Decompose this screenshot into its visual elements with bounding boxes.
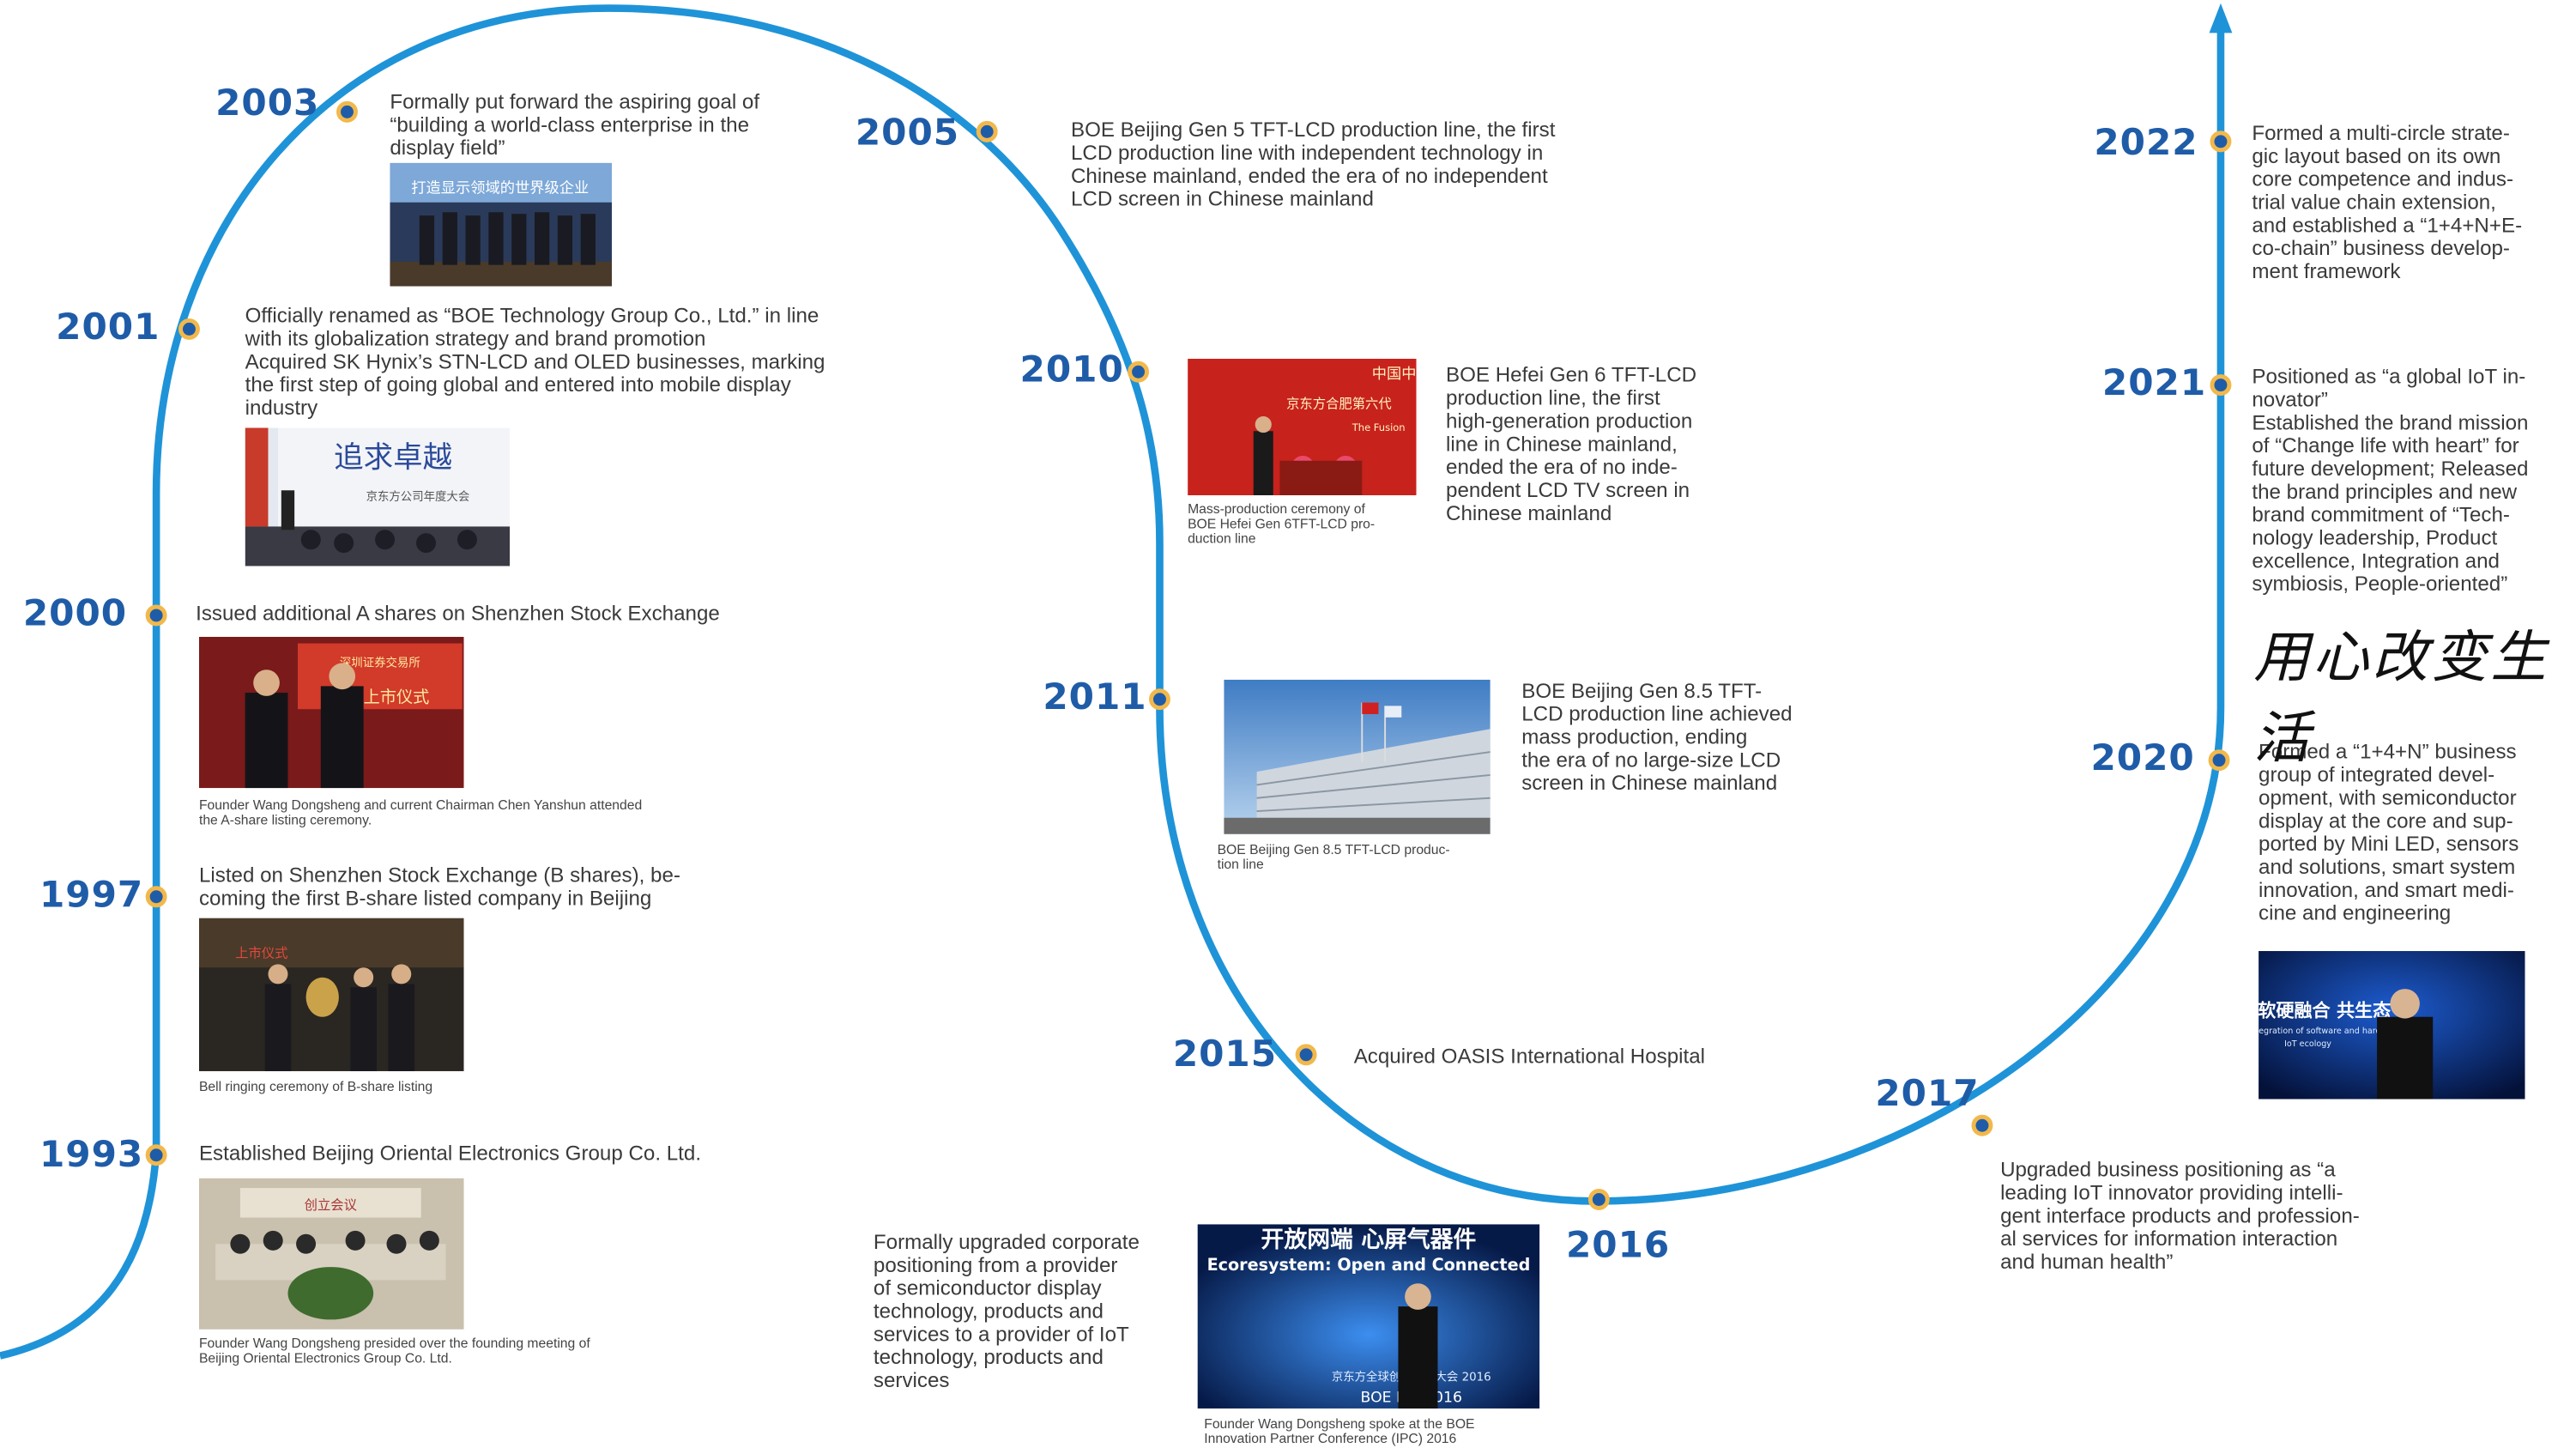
svg-text:深圳证券交易所: 深圳证券交易所: [340, 655, 420, 669]
milestone-2005-text: BOE Beijing Gen 5 TFT-LCD production lin…: [1070, 118, 1556, 211]
year-2017: 2017: [1875, 1074, 1980, 1116]
photo-2000-listing: 深圳证券交易所 上市仪式: [198, 636, 464, 789]
photo-2011-factory: [1224, 679, 1491, 834]
year-2003: 2003: [215, 83, 320, 125]
year-2000: 2000: [22, 594, 128, 635]
milestone-1993-text: Established Beijing Oriental Electronics…: [198, 1142, 702, 1166]
milestone-dot-2020: [2208, 749, 2230, 772]
year-2016: 2016: [1565, 1226, 1671, 1268]
brand-mission-signature: 用心改变生活: [2253, 625, 2550, 772]
year-2015: 2015: [1172, 1034, 1278, 1076]
milestone-2017-text: Upgraded business positioning as “a lead…: [2000, 1158, 2360, 1274]
photo-2016-ipc-speech: 开放网端 心屏气器件 Ecoresystem: Open and Connect…: [1197, 1224, 1540, 1409]
photo-1997-bell-ringing: 上市仪式: [198, 918, 464, 1071]
milestone-dot-2005: [976, 120, 998, 142]
svg-text:京东方合肥第六代: 京东方合肥第六代: [1286, 396, 1392, 411]
milestone-dot-2003: [336, 100, 358, 123]
milestone-dot-2017: [1971, 1114, 1993, 1136]
caption-1993: Founder Wang Dongsheng presided over the…: [198, 1336, 590, 1366]
milestone-2022-text: Formed a multi-circle strate- gic layout…: [2252, 121, 2523, 283]
milestone-2010-text: BOE Hefei Gen 6 TFT-LCD production line,…: [1446, 363, 1697, 525]
svg-text:中国中: 中国中: [1372, 366, 1417, 383]
svg-text:上市仪式: 上市仪式: [235, 946, 287, 961]
year-2020: 2020: [2090, 738, 2195, 780]
milestone-2016-text: Formally upgraded corporate positioning …: [873, 1230, 1140, 1392]
photo-2001-banner: 追求卓越: [334, 440, 452, 475]
svg-text:上市仪式: 上市仪式: [364, 688, 430, 707]
svg-text:创立会议: 创立会议: [305, 1197, 357, 1213]
year-2001: 2001: [56, 307, 160, 349]
milestone-2020-text: Formed a “1+4+N” business group of integ…: [2259, 740, 2519, 925]
milestone-dot-1997: [145, 886, 167, 908]
svg-text:京东方公司年度大会: 京东方公司年度大会: [366, 490, 470, 504]
milestone-2001-text: Officially renamed as “BOE Technology Gr…: [245, 304, 825, 420]
caption-2000: Founder Wang Dongsheng and current Chair…: [198, 797, 643, 828]
arrow-up-icon: [2209, 3, 2233, 33]
svg-text:IoT ecology: IoT ecology: [2284, 1039, 2331, 1049]
caption-1997: Bell ringing ceremony of B-share listing: [198, 1079, 433, 1094]
photo-2010-hefei-ceremony: 中国中 京东方合肥第六代 The Fusion: [1188, 358, 1417, 496]
svg-text:The Fusion: The Fusion: [1351, 421, 1406, 433]
milestone-dot-2015: [1295, 1044, 1317, 1066]
milestone-dots: [145, 100, 2232, 1210]
svg-text:开放网端 心屏气器件: 开放网端 心屏气器件: [1261, 1227, 1477, 1253]
year-2005: 2005: [855, 113, 960, 155]
milestone-2003-text: Formally put forward the aspiring goal o…: [390, 90, 760, 160]
milestone-dot-2021: [2210, 374, 2232, 397]
year-1993: 1993: [39, 1135, 144, 1177]
milestone-dot-2001: [178, 318, 200, 340]
milestone-2000-text: Issued additional A shares on Shenzhen S…: [196, 602, 720, 626]
milestone-2021-text: Positioned as “a global IoT in- novator”…: [2252, 365, 2529, 596]
photo-2001-conference: 追求卓越 京东方公司年度大会: [245, 427, 511, 566]
photo-2003-banner: 打造显示领域的世界级企业: [411, 179, 589, 197]
milestone-dot-2010: [1128, 360, 1150, 383]
caption-2011: BOE Beijing Gen 8.5 TFT-LCD produc- tion…: [1217, 842, 1450, 873]
year-2011: 2011: [1043, 677, 1147, 719]
photo-1993-founding-meeting: 创立会议: [198, 1178, 464, 1330]
photo-2020-iot-ecology: 软硬融合 共生态 Integration of software and har…: [2259, 951, 2525, 1100]
caption-2010: Mass-production ceremony of BOE Hefei Ge…: [1188, 501, 1376, 547]
year-1997: 1997: [39, 875, 144, 917]
photo-2003-ceremony: 打造显示领域的世界级企业: [390, 162, 613, 287]
milestone-dot-1993: [145, 1144, 167, 1166]
year-2021: 2021: [2101, 363, 2207, 405]
milestone-dot-2011: [1149, 688, 1170, 711]
svg-text:软硬融合 共生态: 软硬融合 共生态: [2259, 1000, 2391, 1021]
svg-text:Integration of software and ha: Integration of software and hardware: [2259, 1027, 2401, 1036]
milestone-2011-text: BOE Beijing Gen 8.5 TFT- LCD production …: [1521, 679, 1793, 795]
milestone-dot-2016: [1587, 1189, 1610, 1210]
milestone-dot-2022: [2210, 130, 2232, 153]
year-2022: 2022: [2094, 123, 2198, 165]
caption-2016: Founder Wang Dongsheng spoke at the BOE …: [1204, 1416, 1475, 1447]
year-2010: 2010: [1019, 350, 1124, 392]
milestone-dot-2000: [145, 604, 167, 627]
svg-text:Ecoresystem: Open and Connecte: Ecoresystem: Open and Connected: [1207, 1255, 1531, 1275]
timeline-curve: [0, 4, 2225, 1360]
milestone-2015-text: Acquired OASIS International Hospital: [1353, 1045, 1706, 1069]
milestone-1997-text: Listed on Shenzhen Stock Exchange (B sha…: [198, 863, 680, 911]
